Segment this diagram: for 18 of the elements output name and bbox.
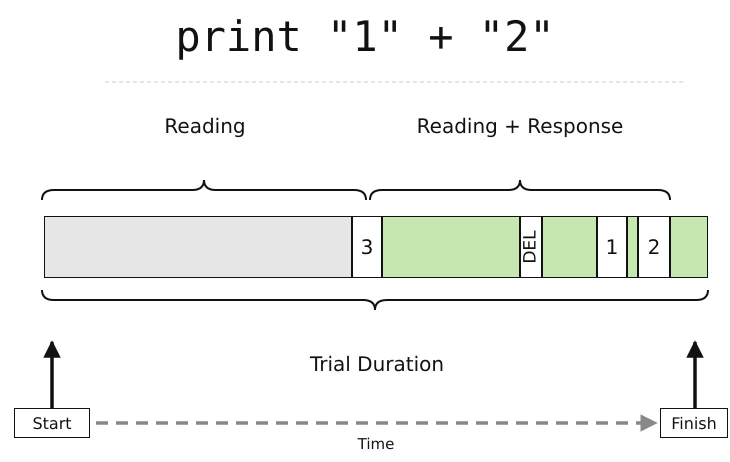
bracket-label: Reading + Response (416, 114, 624, 138)
bar-segment (627, 216, 638, 278)
key-segment: 1 (597, 216, 627, 278)
arrow (43, 340, 61, 408)
bracket-label: Reading (163, 114, 247, 138)
bar-segment (670, 216, 708, 278)
bar-segment (44, 216, 352, 278)
title: print "1" + "2" (174, 12, 556, 61)
event-box: Finish (660, 408, 728, 438)
bar-segment (382, 216, 520, 278)
key-segment: 3 (352, 216, 382, 278)
event-box: Start (14, 408, 90, 438)
arrow (96, 414, 658, 432)
key-segment: DEL (520, 216, 542, 278)
bracket-label: Trial Duration (308, 352, 446, 376)
key-segment: 2 (638, 216, 670, 278)
arrow (686, 340, 704, 408)
bar-segment (542, 216, 597, 278)
